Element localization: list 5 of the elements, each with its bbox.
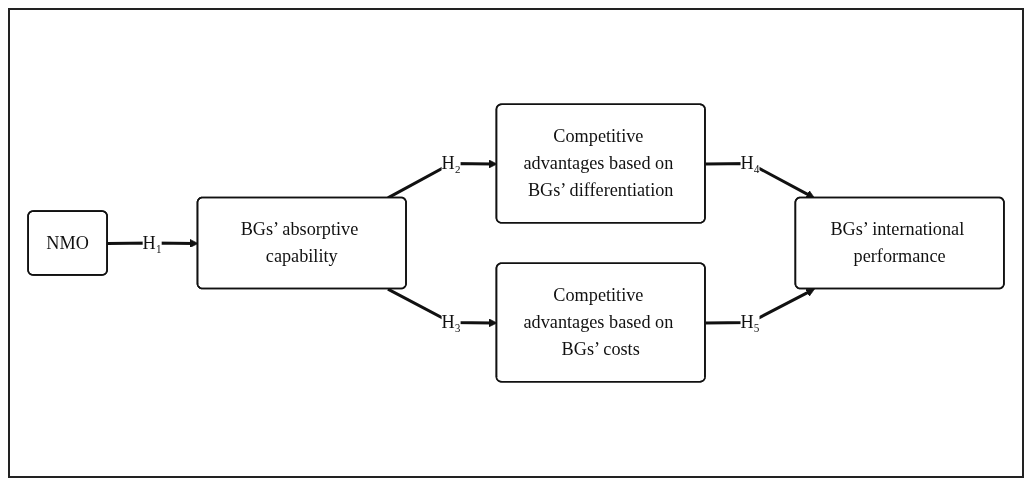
- edge-label: H₃: [441, 311, 461, 333]
- edge-label: H₄: [740, 152, 760, 174]
- edge-label: H₁: [142, 232, 163, 253]
- edge-label: H₅: [740, 311, 760, 333]
- edge-label: H₂: [441, 152, 461, 174]
